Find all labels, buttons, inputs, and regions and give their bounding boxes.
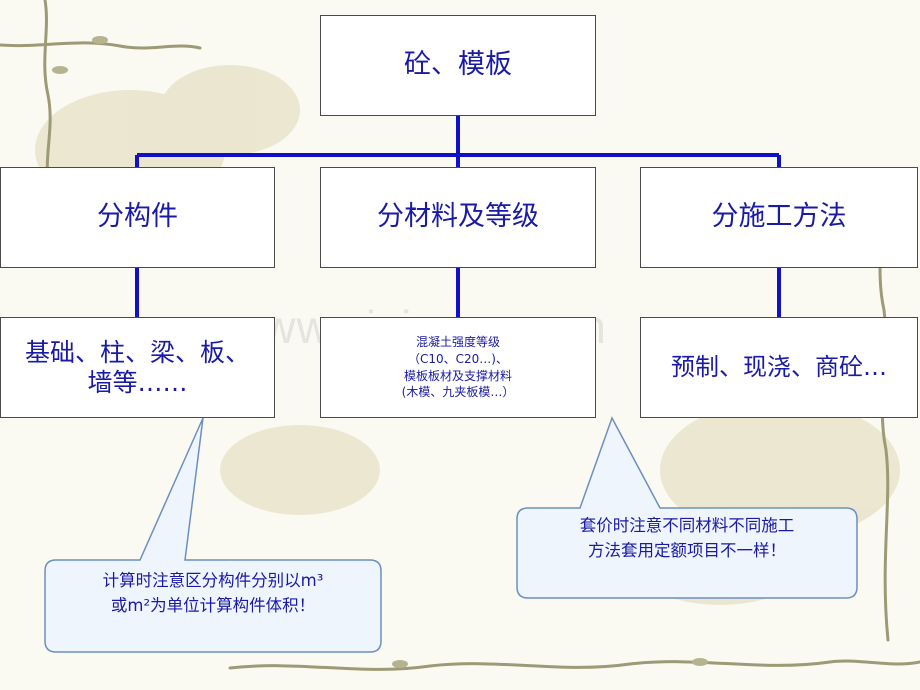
detail-line: 墙等……: [87, 367, 188, 397]
detail-line: 模板板材及支撑材料: [403, 368, 512, 383]
detail-line: （C10、C20…)、: [408, 351, 508, 366]
callout-left-bubble: [44, 417, 382, 653]
category-materials: 分材料及等级: [320, 167, 596, 268]
detail-materials: 混凝土强度等级 （C10、C20…)、 模板板材及支撑材料 (木模、九夹板模…）: [320, 317, 596, 418]
root-label: 砼、模板: [404, 49, 512, 81]
detail-methods: 预制、现浇、商砼…: [640, 317, 918, 418]
category-label: 分材料及等级: [377, 201, 539, 233]
root-node: 砼、模板: [320, 15, 596, 116]
callout-line: 方法套用定额项目不一样！: [588, 540, 786, 560]
detail-components: 基础、柱、梁、板、 墙等……: [0, 317, 275, 418]
category-methods: 分施工方法: [640, 167, 918, 268]
callout-left-text: 计算时注意区分构件分别以m³ 或m²为单位计算构件体积！: [48, 569, 378, 619]
callout-line: 计算时注意区分构件分别以m³: [102, 571, 324, 590]
callout-line: 套价时注意不同材料不同施工: [579, 516, 795, 535]
callout-line: 或m²为单位计算构件体积！: [110, 595, 316, 615]
category-label: 分施工方法: [711, 201, 847, 233]
detail-line: (木模、九夹板模…）: [401, 385, 515, 400]
detail-line: 混凝土强度等级: [415, 335, 500, 350]
callout-right-bubble: [516, 416, 858, 599]
category-label: 分构件: [97, 201, 178, 233]
category-components: 分构件: [0, 167, 275, 268]
detail-line: 基础、柱、梁、板、: [24, 337, 250, 367]
detail-line: 预制、现浇、商砼…: [671, 353, 887, 382]
callout-right-text: 套价时注意不同材料不同施工 方法套用定额项目不一样！: [520, 514, 854, 564]
